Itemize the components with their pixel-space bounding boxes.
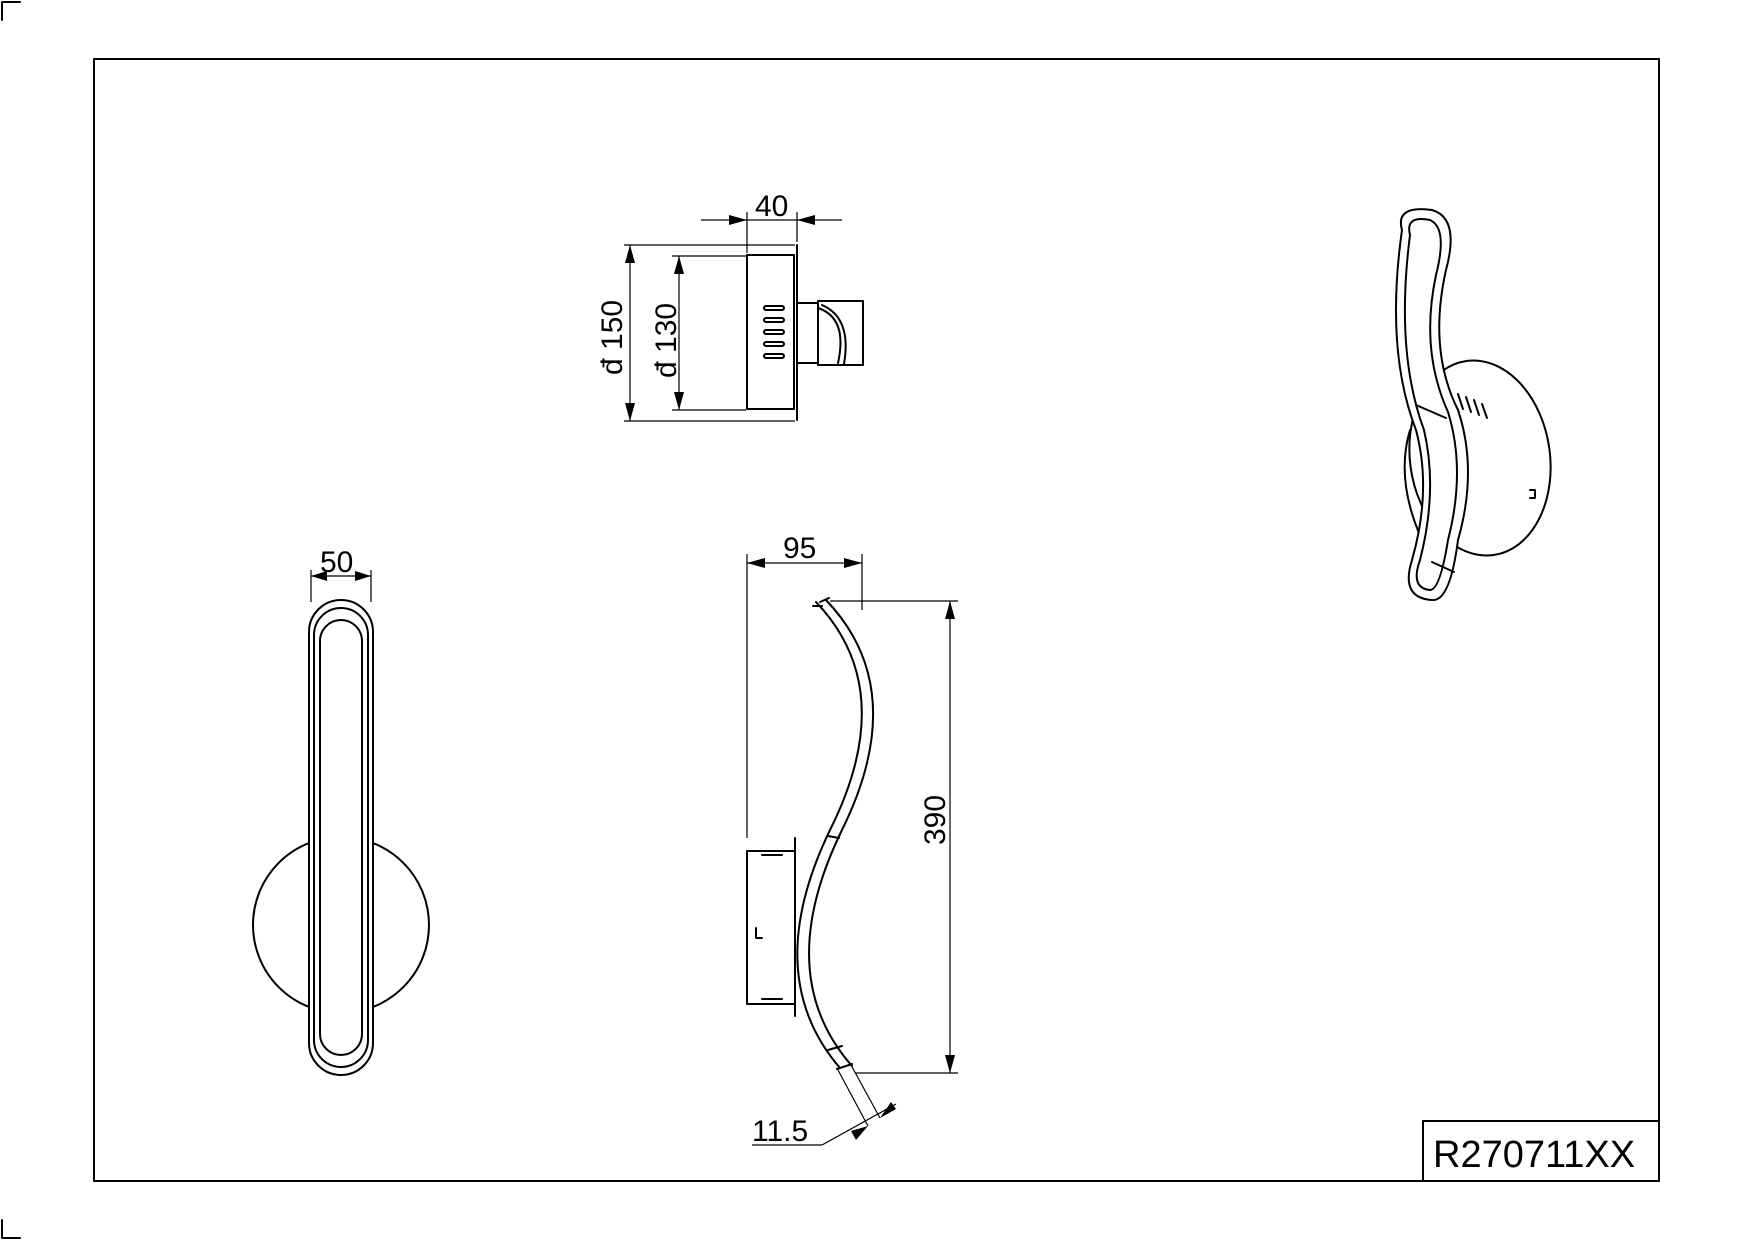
- dim-label-d130: đ 130: [650, 303, 683, 378]
- dim-side-depth: 95: [746, 532, 863, 838]
- dim-top-outer-diameter: đ 150: [596, 244, 795, 422]
- dim-label-d150: đ 150: [596, 300, 629, 375]
- vent-slots: [763, 305, 785, 359]
- corner-marks: [1, 1, 21, 1239]
- drawing-frame: [93, 58, 1660, 1182]
- isometric-view: [1395, 208, 1552, 601]
- title-block: R270711XX: [1422, 1120, 1660, 1182]
- dim-label-11-5: 11.5: [752, 1115, 808, 1148]
- dim-side-thickness: 11.5: [752, 1064, 897, 1148]
- dim-label-390: 390: [919, 795, 952, 845]
- dim-label-50: 50: [320, 546, 353, 579]
- dim-side-height: 390: [830, 600, 958, 1074]
- product-code: R270711XX: [1433, 1134, 1635, 1176]
- dim-top-inner-diameter: đ 130: [650, 255, 746, 411]
- dim-label-40: 40: [755, 190, 788, 223]
- front-view: 50: [252, 546, 430, 1076]
- dim-front-width: 50: [310, 546, 372, 602]
- dim-top-width: 40: [701, 190, 842, 253]
- dim-label-95: 95: [783, 532, 816, 565]
- top-view: 40 đ 150 đ 130: [596, 190, 864, 422]
- side-view: 95 390 11.5: [746, 532, 958, 1148]
